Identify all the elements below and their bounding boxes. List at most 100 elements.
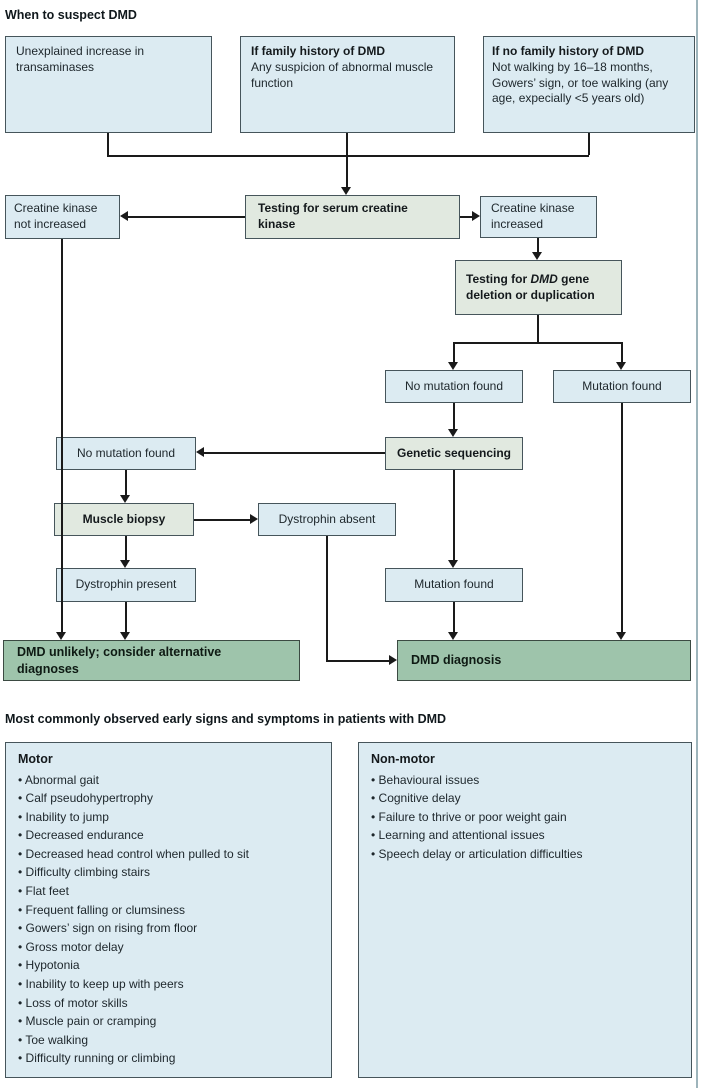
arrowhead-down-icon bbox=[448, 632, 458, 640]
list-item: Decreased head control when pulled to si… bbox=[18, 845, 319, 864]
list-item: Loss of motor skills bbox=[18, 994, 319, 1013]
connector-line bbox=[107, 133, 109, 155]
list-item: Cognitive delay bbox=[371, 789, 679, 808]
connector-line bbox=[194, 519, 250, 521]
box-text: Dystrophin absent bbox=[278, 511, 376, 526]
box-text: Genetic sequencing bbox=[396, 445, 512, 460]
connector-line bbox=[125, 470, 127, 495]
arrowhead-down-icon bbox=[448, 429, 458, 437]
arrowhead-down-icon bbox=[448, 560, 458, 568]
box-genetic-sequencing: Genetic sequencing bbox=[385, 437, 523, 470]
arrowhead-down-icon bbox=[616, 632, 626, 640]
list-item: Speech delay or articulation difficultie… bbox=[371, 845, 679, 864]
arrowhead-down-icon bbox=[120, 495, 130, 503]
box-title: If no family history of DMD bbox=[492, 44, 645, 58]
box-text: Dystrophin present bbox=[75, 577, 177, 592]
section-title-signs-symptoms: Most commonly observed early signs and s… bbox=[5, 712, 447, 726]
box-text: DMD diagnosis bbox=[411, 653, 502, 668]
connector-line bbox=[453, 403, 455, 429]
box-no-family-history: If no family history of DMD Not walking … bbox=[483, 36, 695, 133]
box-testing-dmd-gene: Testing for DMD gene deletion or duplica… bbox=[455, 260, 622, 315]
list-item: Toe walking bbox=[18, 1031, 319, 1050]
list-item: Inability to jump bbox=[18, 808, 319, 827]
list-item: Failure to thrive or poor weight gain bbox=[371, 808, 679, 827]
box-text: No mutation found bbox=[404, 378, 504, 393]
connector-line bbox=[125, 536, 127, 560]
list-item: Frequent falling or clumsiness bbox=[18, 901, 319, 920]
box-text: Muscle biopsy bbox=[82, 511, 166, 526]
box-title: If family history of DMD bbox=[251, 44, 386, 58]
connector-line bbox=[453, 342, 455, 363]
connector-line bbox=[125, 602, 127, 632]
box-text: Creatine kinase increased bbox=[491, 201, 575, 231]
list-item: Difficulty running or climbing bbox=[18, 1049, 319, 1068]
box-motor-symptoms: Motor Abnormal gaitCalf pseudohypertroph… bbox=[5, 742, 332, 1078]
box-ck-not-increased: Creatine kinase not increased bbox=[5, 195, 120, 239]
connector-line bbox=[346, 155, 348, 188]
box-no-mutation-found-left: No mutation found bbox=[56, 437, 196, 470]
arrowhead-right-icon bbox=[472, 211, 480, 221]
arrowhead-left-icon bbox=[196, 447, 204, 457]
list-item: Inability to keep up with peers bbox=[18, 975, 319, 994]
connector-line bbox=[346, 133, 348, 155]
list-item: Gross motor delay bbox=[18, 938, 319, 957]
list-item: Gowers’ sign on rising from floor bbox=[18, 919, 319, 938]
arrowhead-right-icon bbox=[250, 514, 258, 524]
list-item: Learning and attentional issues bbox=[371, 826, 679, 845]
list-item: Behavioural issues bbox=[371, 771, 679, 790]
box-text: Unexplained increase in transaminases bbox=[16, 44, 145, 74]
box-text: Creatine kinase not increased bbox=[14, 201, 98, 231]
arrowhead-down-icon bbox=[341, 187, 351, 195]
arrowhead-down-icon bbox=[448, 362, 458, 370]
box-text: Any suspicion of abnormal muscle functio… bbox=[251, 59, 434, 90]
box-text: Mutation found bbox=[414, 577, 494, 592]
box-dmd-unlikely: DMD unlikely; consider alternative diagn… bbox=[3, 640, 300, 681]
box-mutation-found-right: Mutation found bbox=[553, 370, 691, 403]
connector-line bbox=[61, 239, 63, 632]
box-text: DMD unlikely; consider alternative diagn… bbox=[17, 645, 222, 676]
box-dystrophin-present: Dystrophin present bbox=[56, 568, 196, 602]
connector-line bbox=[621, 342, 623, 363]
arrowhead-down-icon bbox=[56, 632, 66, 640]
list-item: Hypotonia bbox=[18, 956, 319, 975]
list-item: Difficulty climbing stairs bbox=[18, 863, 319, 882]
list-item: Abnormal gait bbox=[18, 771, 319, 790]
box-ck-increased: Creatine kinase increased bbox=[480, 196, 597, 238]
box-unexplained-transaminases: Unexplained increase in transaminases bbox=[5, 36, 212, 133]
connector-line bbox=[326, 660, 389, 662]
box-no-mutation-found-upper: No mutation found bbox=[385, 370, 523, 403]
list-item: Muscle pain or cramping bbox=[18, 1012, 319, 1031]
connector-line bbox=[621, 403, 623, 632]
motor-symptoms-list: Abnormal gaitCalf pseudohypertrophyInabi… bbox=[18, 771, 319, 1069]
box-text: No mutation found bbox=[76, 445, 176, 460]
arrowhead-down-icon bbox=[532, 252, 542, 260]
box-dmd-diagnosis: DMD diagnosis bbox=[397, 640, 691, 681]
box-text: Testing for DMD gene deletion or duplica… bbox=[466, 271, 595, 302]
connector-line bbox=[453, 342, 622, 344]
box-family-history: If family history of DMD Any suspicion o… bbox=[240, 36, 455, 133]
box-dystrophin-absent: Dystrophin absent bbox=[258, 503, 396, 536]
connector-line bbox=[326, 536, 328, 662]
connector-line bbox=[204, 452, 385, 454]
arrowhead-down-icon bbox=[616, 362, 626, 370]
box-muscle-biopsy: Muscle biopsy bbox=[54, 503, 194, 536]
page-edge-rule bbox=[696, 0, 698, 1088]
connector-line bbox=[453, 602, 455, 632]
gene-name: DMD bbox=[530, 271, 558, 286]
connector-line bbox=[537, 238, 539, 253]
list-title-motor: Motor bbox=[18, 752, 53, 766]
list-item: Calf pseudohypertrophy bbox=[18, 789, 319, 808]
connector-line bbox=[460, 216, 472, 218]
connector-line bbox=[128, 216, 245, 218]
arrowhead-right-icon bbox=[389, 655, 397, 665]
arrowhead-left-icon bbox=[120, 211, 128, 221]
list-title-non-motor: Non-motor bbox=[371, 752, 435, 766]
box-non-motor-symptoms: Non-motor Behavioural issuesCognitive de… bbox=[358, 742, 692, 1078]
box-text: Mutation found bbox=[582, 378, 662, 393]
box-text: Not walking by 16–18 months, Gowers’ sig… bbox=[492, 59, 669, 106]
box-text: Testing for serum creatine kinase bbox=[258, 201, 408, 231]
box-testing-serum-ck: Testing for serum creatine kinase bbox=[245, 195, 460, 239]
connector-line bbox=[537, 315, 539, 342]
section-title-when-to-suspect: When to suspect DMD bbox=[5, 8, 137, 22]
